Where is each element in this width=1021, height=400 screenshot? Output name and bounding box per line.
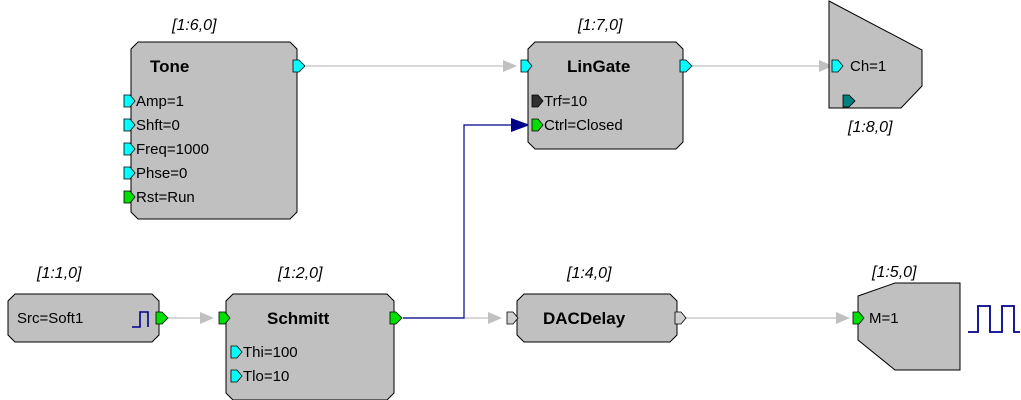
param-label: Src=Soft1 [17, 310, 83, 327]
wire-arrow [819, 60, 833, 72]
param-label: Amp=1 [136, 93, 184, 110]
block-body [225, 293, 395, 400]
wire-arrow [200, 312, 214, 324]
block-title: LinGate [567, 57, 630, 76]
block-coordinate: [1:4,0] [566, 265, 612, 282]
port-icon [531, 118, 544, 132]
param-label: Thi=100 [243, 344, 298, 361]
param-label: Rst=Run [136, 189, 195, 206]
square-wave-icon [968, 305, 1020, 333]
tone-block[interactable]: [1:6,0] Tone Amp=1 Shft=0 Freq=1000 Phse… [123, 17, 306, 220]
input-port-freq[interactable]: Freq=1000 [123, 141, 209, 158]
param-label: Freq=1000 [136, 141, 209, 158]
port-icon [123, 94, 136, 108]
wire-arrow [836, 312, 850, 324]
block-coordinate: [1:1,0] [36, 265, 82, 282]
block-coordinate: [1:5,0] [871, 264, 917, 281]
output-port[interactable] [674, 311, 687, 325]
pulse-icon [132, 311, 149, 328]
input-port-shft[interactable]: Shft=0 [123, 117, 180, 134]
wire-schmitt-to-lingate-ctrl [403, 124, 515, 319]
param-label: Tlo=10 [243, 368, 289, 385]
input-port[interactable] [520, 59, 533, 73]
output-port[interactable] [679, 59, 693, 73]
param-label: Ctrl=Closed [544, 117, 623, 134]
param-label: Phse=0 [136, 165, 187, 182]
lingate-block[interactable]: [1:7,0] LinGate Trf=10 Ctrl=Closed [520, 17, 693, 150]
param-label: M=1 [869, 310, 899, 327]
port-icon [230, 345, 243, 359]
monitor-block[interactable]: [1:5,0] M=1 [852, 264, 1020, 371]
input-port[interactable] [506, 311, 519, 325]
port-icon [123, 166, 136, 180]
block-coordinate: [1:6,0] [171, 17, 217, 34]
input-port[interactable] [852, 311, 865, 325]
block-title: Schmitt [267, 309, 330, 328]
block-body [857, 282, 961, 371]
wire-arrow [488, 312, 502, 324]
source-block[interactable]: [1:1,0] Src=Soft1 [7, 265, 169, 343]
block-coordinate: [1:8,0] [847, 119, 893, 136]
input-port-ctrl[interactable]: Ctrl=Closed [531, 117, 623, 134]
input-port-thi[interactable]: Thi=100 [230, 344, 298, 361]
block-title: Tone [150, 57, 189, 76]
output-port[interactable] [155, 311, 169, 325]
input-port[interactable] [218, 311, 231, 325]
param-label: Ch=1 [850, 58, 886, 75]
input-port-trf[interactable]: Trf=10 [531, 93, 587, 110]
wire-arrow-blue [511, 118, 530, 132]
schmitt-block[interactable]: [1:2,0] Schmitt Thi=100 Tlo=10 [218, 265, 403, 400]
port-icon [531, 94, 544, 108]
port-icon [123, 118, 136, 132]
input-port-rst[interactable]: Rst=Run [123, 189, 195, 206]
block-coordinate: [1:2,0] [277, 265, 323, 282]
input-port-amp[interactable]: Amp=1 [123, 93, 184, 110]
secondary-port[interactable] [842, 94, 856, 108]
output-port[interactable] [292, 59, 306, 73]
port-icon [123, 142, 136, 156]
param-label: Trf=10 [544, 93, 587, 110]
port-icon [123, 190, 136, 204]
param-label: Shft=0 [136, 117, 180, 134]
dacdelay-block[interactable]: [1:4,0] DACDelay [506, 265, 687, 343]
input-port-tlo[interactable]: Tlo=10 [230, 368, 289, 385]
input-port[interactable] [831, 59, 844, 73]
wire-arrow [503, 60, 517, 72]
block-body [527, 41, 684, 150]
block-body [828, 0, 923, 109]
output-port[interactable] [389, 311, 403, 325]
input-port-phse[interactable]: Phse=0 [123, 165, 187, 182]
block-title: DACDelay [543, 309, 626, 328]
wires [168, 60, 850, 324]
output-channel-block[interactable]: Ch=1 [1:8,0] [828, 0, 923, 136]
block-coordinate: [1:7,0] [577, 17, 623, 34]
port-icon [230, 369, 243, 383]
block-body [7, 293, 160, 343]
block-body [516, 293, 678, 343]
